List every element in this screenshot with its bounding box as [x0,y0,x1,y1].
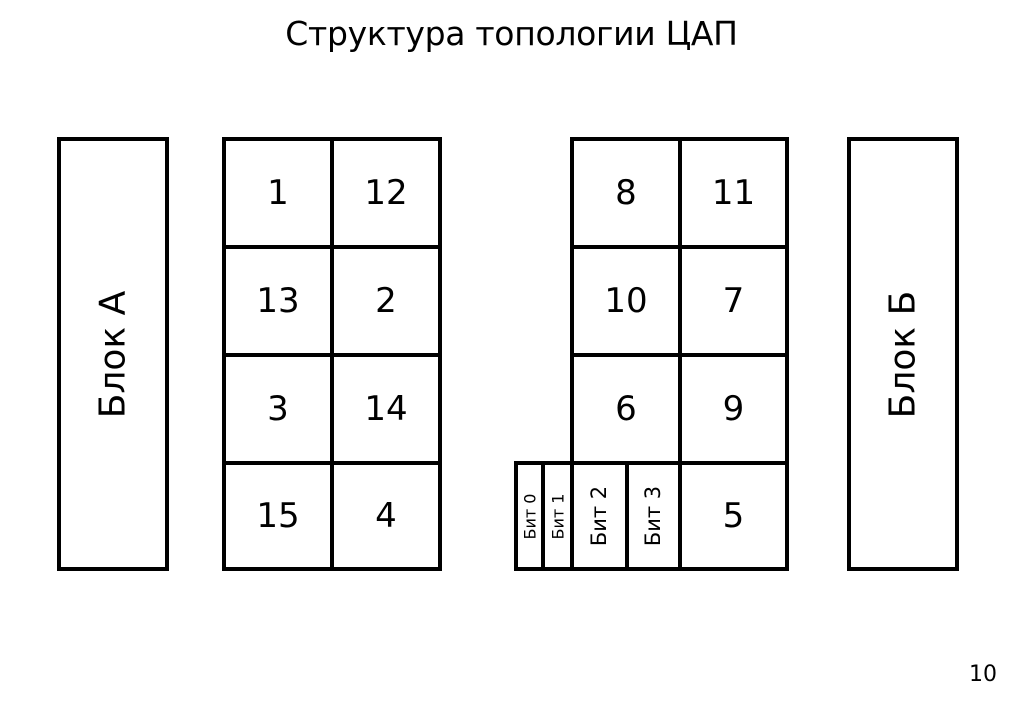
bit-label: Бит 3 [641,485,666,547]
block-b: Блок Б [847,137,959,571]
bit-label: Бит 1 [548,493,567,539]
bit-cell-2: Бит 2 [570,461,629,571]
matrix-cell: 10 [570,245,682,357]
matrix-cell: 11 [678,137,789,249]
matrix-cell: 14 [330,353,442,465]
matrix-cell: 6 [570,353,682,465]
matrix-cell: 13 [222,245,334,357]
slide-title: Структура топологии ЦАП [285,14,738,53]
matrix-cell: 3 [222,353,334,465]
matrix-cell: 9 [678,353,789,465]
block-a: Блок А [57,137,169,571]
bit-label: Бит 0 [520,493,539,539]
matrix-cell: 12 [330,137,442,249]
page-number: 10 [969,662,997,687]
bit-cell-3: Бит 3 [625,461,682,571]
matrix-cell: 8 [570,137,682,249]
block-b-label: Блок Б [882,290,924,418]
matrix-cell: 4 [330,461,442,571]
bit-label: Бит 2 [587,485,612,547]
matrix-cell: 2 [330,245,442,357]
matrix-cell: 1 [222,137,334,249]
block-a-label: Блок А [92,290,134,418]
matrix-cell: 15 [222,461,334,571]
matrix-cell: 7 [678,245,789,357]
matrix-cell: 5 [678,461,789,571]
